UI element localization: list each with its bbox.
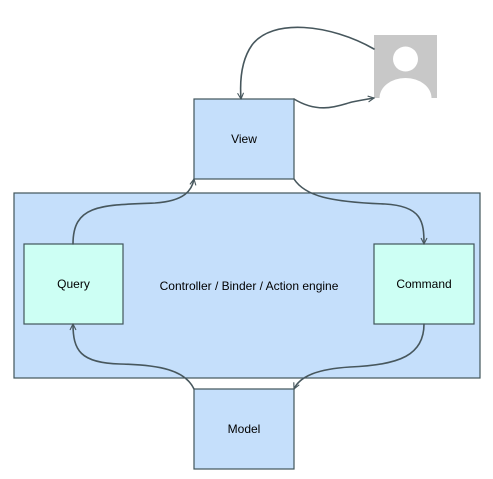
arrow-model-to-query xyxy=(69,323,195,390)
view-label: View xyxy=(231,132,257,146)
arrow-user-to-view xyxy=(237,26,375,100)
arrow-command-to-model xyxy=(293,323,425,390)
arrows xyxy=(69,26,428,390)
arrow-query-to-view xyxy=(72,178,197,245)
arrow-view-to-user xyxy=(293,95,375,109)
view-box: View xyxy=(193,98,295,180)
query-label: Query xyxy=(57,277,90,291)
command-box: Command xyxy=(373,243,475,325)
model-label: Model xyxy=(228,422,261,436)
model-box: Model xyxy=(193,388,295,470)
command-label: Command xyxy=(396,277,451,291)
query-box: Query xyxy=(23,243,124,325)
user-avatar-icon xyxy=(374,35,437,98)
controller-label: Controller / Binder / Action engine xyxy=(160,279,339,293)
arrow-view-to-command xyxy=(293,178,428,245)
